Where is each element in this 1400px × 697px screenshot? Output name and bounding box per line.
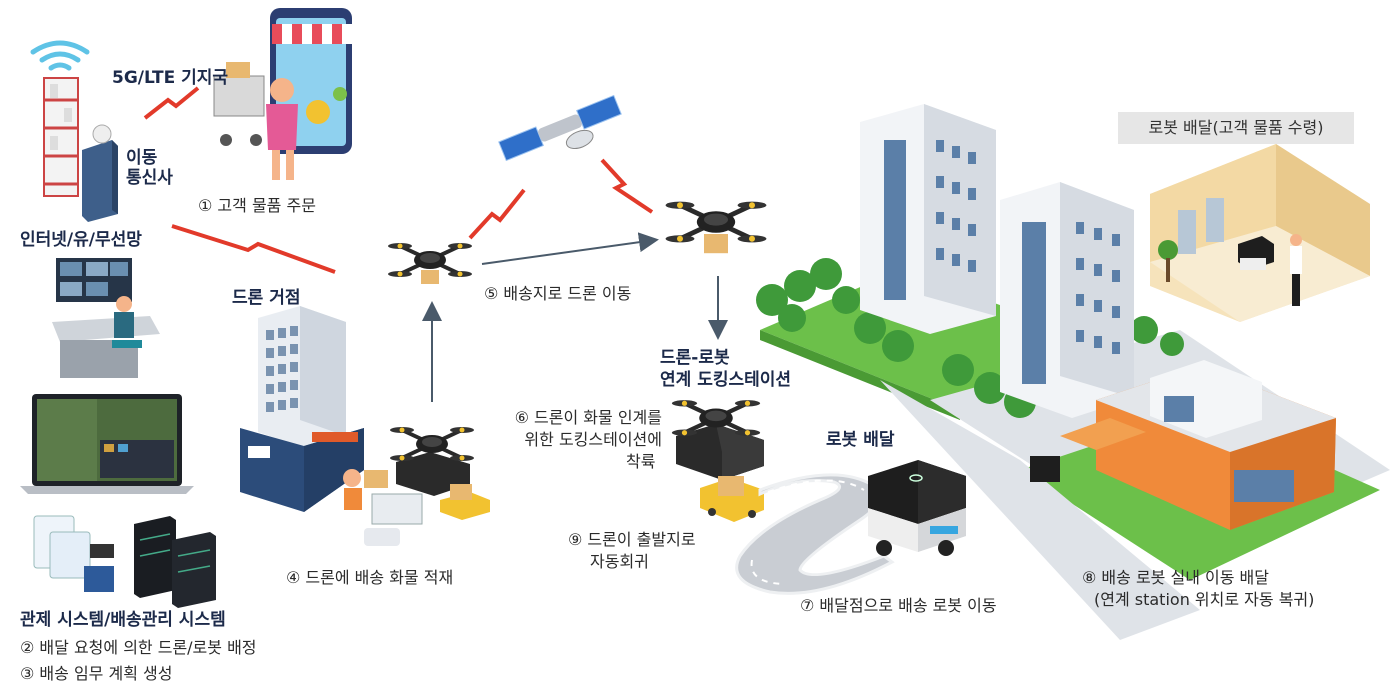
step9-label-line2: 자동회귀 [590, 552, 649, 571]
control-room-icon [52, 258, 160, 378]
step1-label: ① 고객 물품 주문 [198, 196, 316, 215]
step6-label-line3: 착륙 [626, 452, 656, 471]
step8-label-line2: (연계 station 위치로 자동 복귀) [1094, 590, 1315, 609]
step3-label: ③ 배송 임무 계획 생성 [20, 664, 173, 683]
base-station-label: 5G/LTE 기지국 [112, 68, 229, 88]
control-system-label: 관제 시스템/배송관리 시스템 [20, 610, 226, 630]
network-label: 인터넷/유/무선망 [20, 230, 142, 250]
signal-lines [143, 86, 654, 274]
delivery-robot-icon [868, 460, 966, 556]
robot-delivery-label: 로봇 배달 [826, 430, 895, 450]
step5-label: ⑤ 배송지로 드론 이동 [484, 284, 632, 303]
telecom-label-line1: 이동 [126, 148, 158, 168]
robot-indoor-box-label: 로봇 배달(고객 물품 수령) [1118, 112, 1354, 144]
drone-icon-flying-1 [386, 241, 474, 284]
drone-icon-flying-2 [666, 202, 767, 254]
laptop-map-icon [20, 394, 194, 494]
indoor-room-icon [1150, 144, 1370, 322]
dock-label-line1: 드론-로봇 [660, 348, 730, 368]
drone-hub-label: 드론 거점 [232, 288, 301, 308]
step4-label: ④ 드론에 배송 화물 적재 [286, 568, 454, 587]
office-tower-icon-1 [860, 104, 996, 334]
shopping-phone-icon [213, 8, 352, 180]
tree-icons [756, 258, 1184, 418]
telecom-building-icon [82, 124, 118, 222]
drone-hub-building-icon [240, 306, 423, 546]
warehouse-building-icon [1030, 360, 1336, 530]
radio-tower-icon [43, 77, 79, 197]
wifi-signal-icon [30, 40, 90, 71]
step9-label-line1: ⑨ 드론이 출발지로 [568, 530, 696, 549]
step6-label-line2: 위한 도킹스테이션에 [524, 430, 662, 449]
dock-label-line2: 연계 도킹스테이션 [660, 370, 792, 390]
step6-label-line1: ⑥ 드론이 화물 인계를 [514, 408, 662, 427]
flow-arrows [422, 232, 728, 402]
step8-label-line1: ⑧ 배송 로봇 실내 이동 배달 [1082, 568, 1269, 587]
drone-loading-icon [388, 425, 490, 520]
step7-label: ⑦ 배달점으로 배송 로봇 이동 [800, 596, 997, 615]
step2-label: ② 배달 요청에 의한 드론/로봇 배정 [20, 638, 257, 657]
server-rack-icon [33, 515, 216, 608]
office-tower-icon-2 [1000, 182, 1134, 418]
telecom-label-line2: 통신사 [126, 168, 173, 188]
satellite-icon [498, 94, 622, 162]
docking-station-icon [672, 400, 764, 522]
